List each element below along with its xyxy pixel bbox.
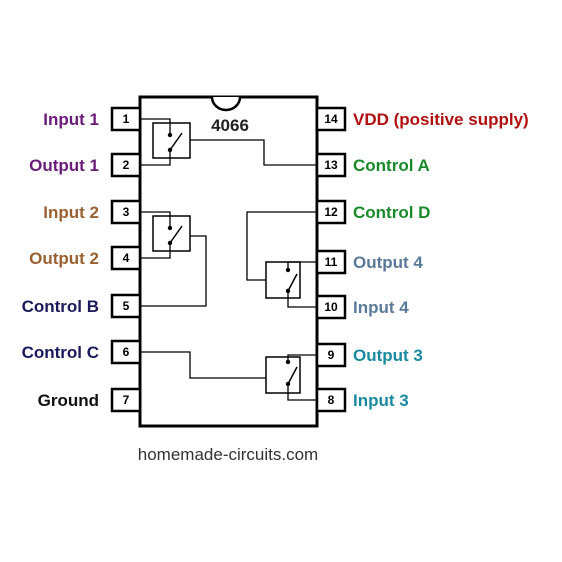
pin-number: 3 <box>123 205 130 219</box>
website-credit: homemade-circuits.com <box>138 445 318 464</box>
pin-box <box>110 293 142 319</box>
pin-11: 11 Output 4 <box>315 249 423 275</box>
pin-number: 10 <box>324 300 338 314</box>
pin-box <box>110 199 142 225</box>
pin-number: 12 <box>324 205 338 219</box>
pin-number: 1 <box>123 112 130 126</box>
pin-box <box>315 199 347 225</box>
chip-name: 4066 <box>211 116 249 135</box>
pin-4: 4 Output 2 <box>29 245 142 271</box>
pin-9: 9 Output 3 <box>315 342 423 368</box>
pin-box <box>315 249 347 275</box>
pin-8: 8 Input 3 <box>315 387 409 413</box>
pin-box <box>110 339 142 365</box>
pin-number: 9 <box>328 348 335 362</box>
pin-label: Ground <box>38 391 99 410</box>
pin-box <box>315 106 347 132</box>
pin-label: Control D <box>353 203 430 222</box>
pin-12: 12 Control D <box>315 199 430 225</box>
pin-number: 8 <box>328 393 335 407</box>
pin-box <box>315 342 347 368</box>
pin-label: Input 3 <box>353 391 409 410</box>
pin-label: Control B <box>22 297 99 316</box>
pin-box <box>110 387 142 413</box>
switch-4 <box>265 261 301 299</box>
pin-number: 13 <box>324 158 338 172</box>
pin-label: Input 1 <box>43 110 99 129</box>
pin-label: Input 4 <box>353 298 409 317</box>
pin-7: 7 Ground <box>38 387 142 413</box>
pin-2: 2 Output 1 <box>29 152 142 178</box>
ic-notch <box>210 96 242 112</box>
pin-number: 2 <box>123 158 130 172</box>
pin-1: 1 Input 1 <box>43 106 142 132</box>
pin-13: 13 Control A <box>315 152 430 178</box>
pin-number: 14 <box>324 112 338 126</box>
pin-number: 5 <box>123 299 130 313</box>
pin-number: 11 <box>325 255 338 269</box>
pin-label: Control C <box>22 343 99 362</box>
pin-box <box>315 294 347 320</box>
pin-5: 5 Control B <box>22 293 142 319</box>
pin-label: Output 2 <box>29 249 99 268</box>
pin-label: Output 3 <box>353 346 423 365</box>
pin-label: Output 4 <box>353 253 423 272</box>
internal-wiring <box>140 118 317 401</box>
pin-label: Control A <box>353 156 430 175</box>
pin-label: Output 1 <box>29 156 99 175</box>
pin-box <box>315 387 347 413</box>
switch-2 <box>152 215 191 252</box>
pin-14: 14 VDD (positive supply) <box>315 106 529 132</box>
pin-box <box>315 152 347 178</box>
pin-6: 6 Control C <box>22 339 142 365</box>
pin-box <box>110 245 142 271</box>
pin-3: 3 Input 2 <box>43 199 142 225</box>
pin-number: 7 <box>123 393 130 407</box>
pin-label: Input 2 <box>43 203 99 222</box>
switch-3 <box>265 356 301 394</box>
pin-number: 4 <box>123 251 130 265</box>
switch-1 <box>152 122 191 159</box>
pin-box <box>110 106 142 132</box>
pin-number: 6 <box>123 345 130 359</box>
pin-10: 10 Input 4 <box>315 294 409 320</box>
pin-label: VDD (positive supply) <box>353 110 529 129</box>
pin-box <box>110 152 142 178</box>
